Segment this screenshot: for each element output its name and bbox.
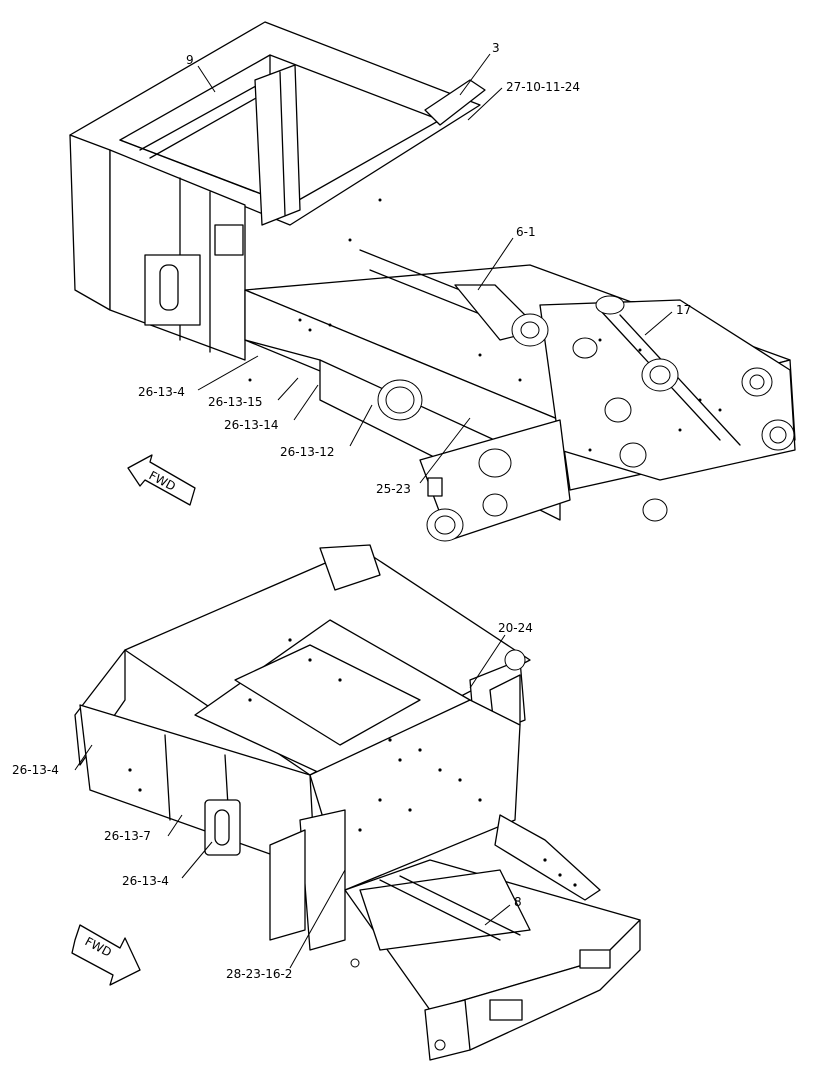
callout-26-13-12: 26-13-12 [280, 445, 334, 459]
callout-28-23-16-2: 28-23-16-2 [226, 967, 292, 981]
callout-26-13-7: 26-13-7 [104, 829, 151, 843]
callout-17: 17 [676, 303, 691, 317]
bottom-frame-assembly [74, 544, 641, 1061]
callouts-bottom: 20-24 26-13-4 26-13-7 26-13-4 8 28-23-16… [12, 621, 533, 981]
callout-27-10-11-24: 27-10-11-24 [506, 80, 580, 94]
callout-25-23: 25-23 [376, 482, 411, 496]
callout-26-13-4-top: 26-13-4 [138, 385, 185, 399]
callout-6-1: 6-1 [516, 225, 536, 239]
bottom-leader-lines [74, 634, 511, 969]
callout-26-13-14: 26-13-14 [224, 418, 278, 432]
callout-3: 3 [492, 41, 500, 55]
callout-20-24: 20-24 [498, 621, 533, 635]
callout-9: 9 [186, 53, 194, 67]
top-leader-lines [197, 53, 673, 484]
fwd-arrow-top: FWD [127, 454, 196, 506]
callout-26-13-15: 26-13-15 [208, 395, 262, 409]
callout-26-13-4-left: 26-13-4 [12, 763, 59, 777]
callouts-top: 9 3 27-10-11-24 6-1 17 26-13-4 26-13-15 … [138, 41, 691, 496]
callout-26-13-4-lower: 26-13-4 [122, 874, 169, 888]
fwd-arrow-bottom: FWD [71, 924, 141, 986]
callout-8: 8 [514, 895, 522, 909]
top-frame-assembly [69, 21, 796, 542]
